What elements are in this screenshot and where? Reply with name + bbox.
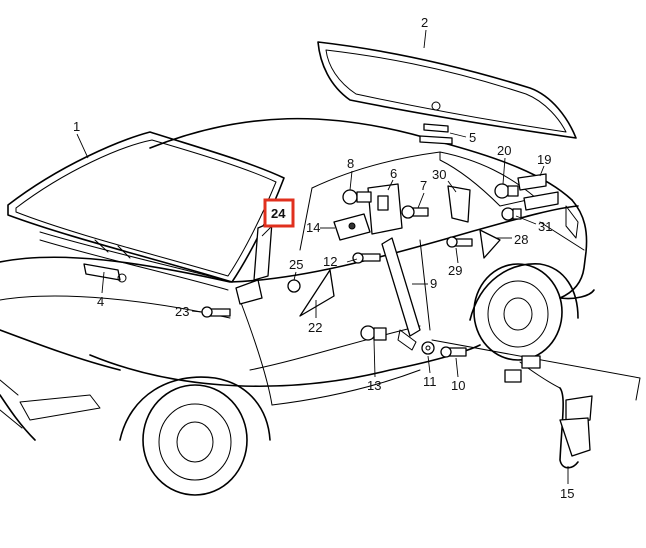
label-23: 23: [175, 304, 189, 319]
label-5: 5: [469, 130, 476, 145]
label-19: 19: [537, 152, 551, 167]
front-wheel: [142, 384, 248, 496]
label-2: 2: [421, 15, 428, 30]
regulator-assembly: [83, 123, 559, 351]
highlight-box-24: [263, 198, 295, 228]
label-28: 28: [514, 232, 528, 247]
fasteners: [201, 183, 522, 358]
label-12: 12: [323, 254, 337, 269]
label-9: 9: [430, 276, 437, 291]
part-labels: 1 2 4 5 6 7 8 9 10 11 12 13 14 15 19 20 …: [73, 15, 574, 501]
label-8: 8: [347, 156, 354, 171]
label-30: 30: [432, 167, 446, 182]
label-24: 24: [271, 206, 286, 221]
label-31: 31: [538, 219, 552, 234]
label-1: 1: [73, 119, 80, 134]
label-29: 29: [448, 263, 462, 278]
rear-wheel: [473, 263, 563, 361]
label-22: 22: [308, 320, 322, 335]
car-body: [0, 117, 595, 441]
label-6: 6: [390, 166, 397, 181]
windshield-part: [7, 131, 285, 291]
label-15: 15: [560, 486, 574, 501]
label-10: 10: [451, 378, 465, 393]
rear-window-part: [317, 41, 577, 139]
motor-part: [431, 339, 641, 469]
leader-lines: [76, 29, 569, 484]
label-25: 25: [289, 257, 303, 272]
label-7: 7: [420, 178, 427, 193]
label-13: 13: [367, 378, 381, 393]
label-20: 20: [497, 143, 511, 158]
label-14: 14: [306, 220, 320, 235]
label-11: 11: [423, 374, 437, 389]
label-4: 4: [97, 294, 104, 309]
